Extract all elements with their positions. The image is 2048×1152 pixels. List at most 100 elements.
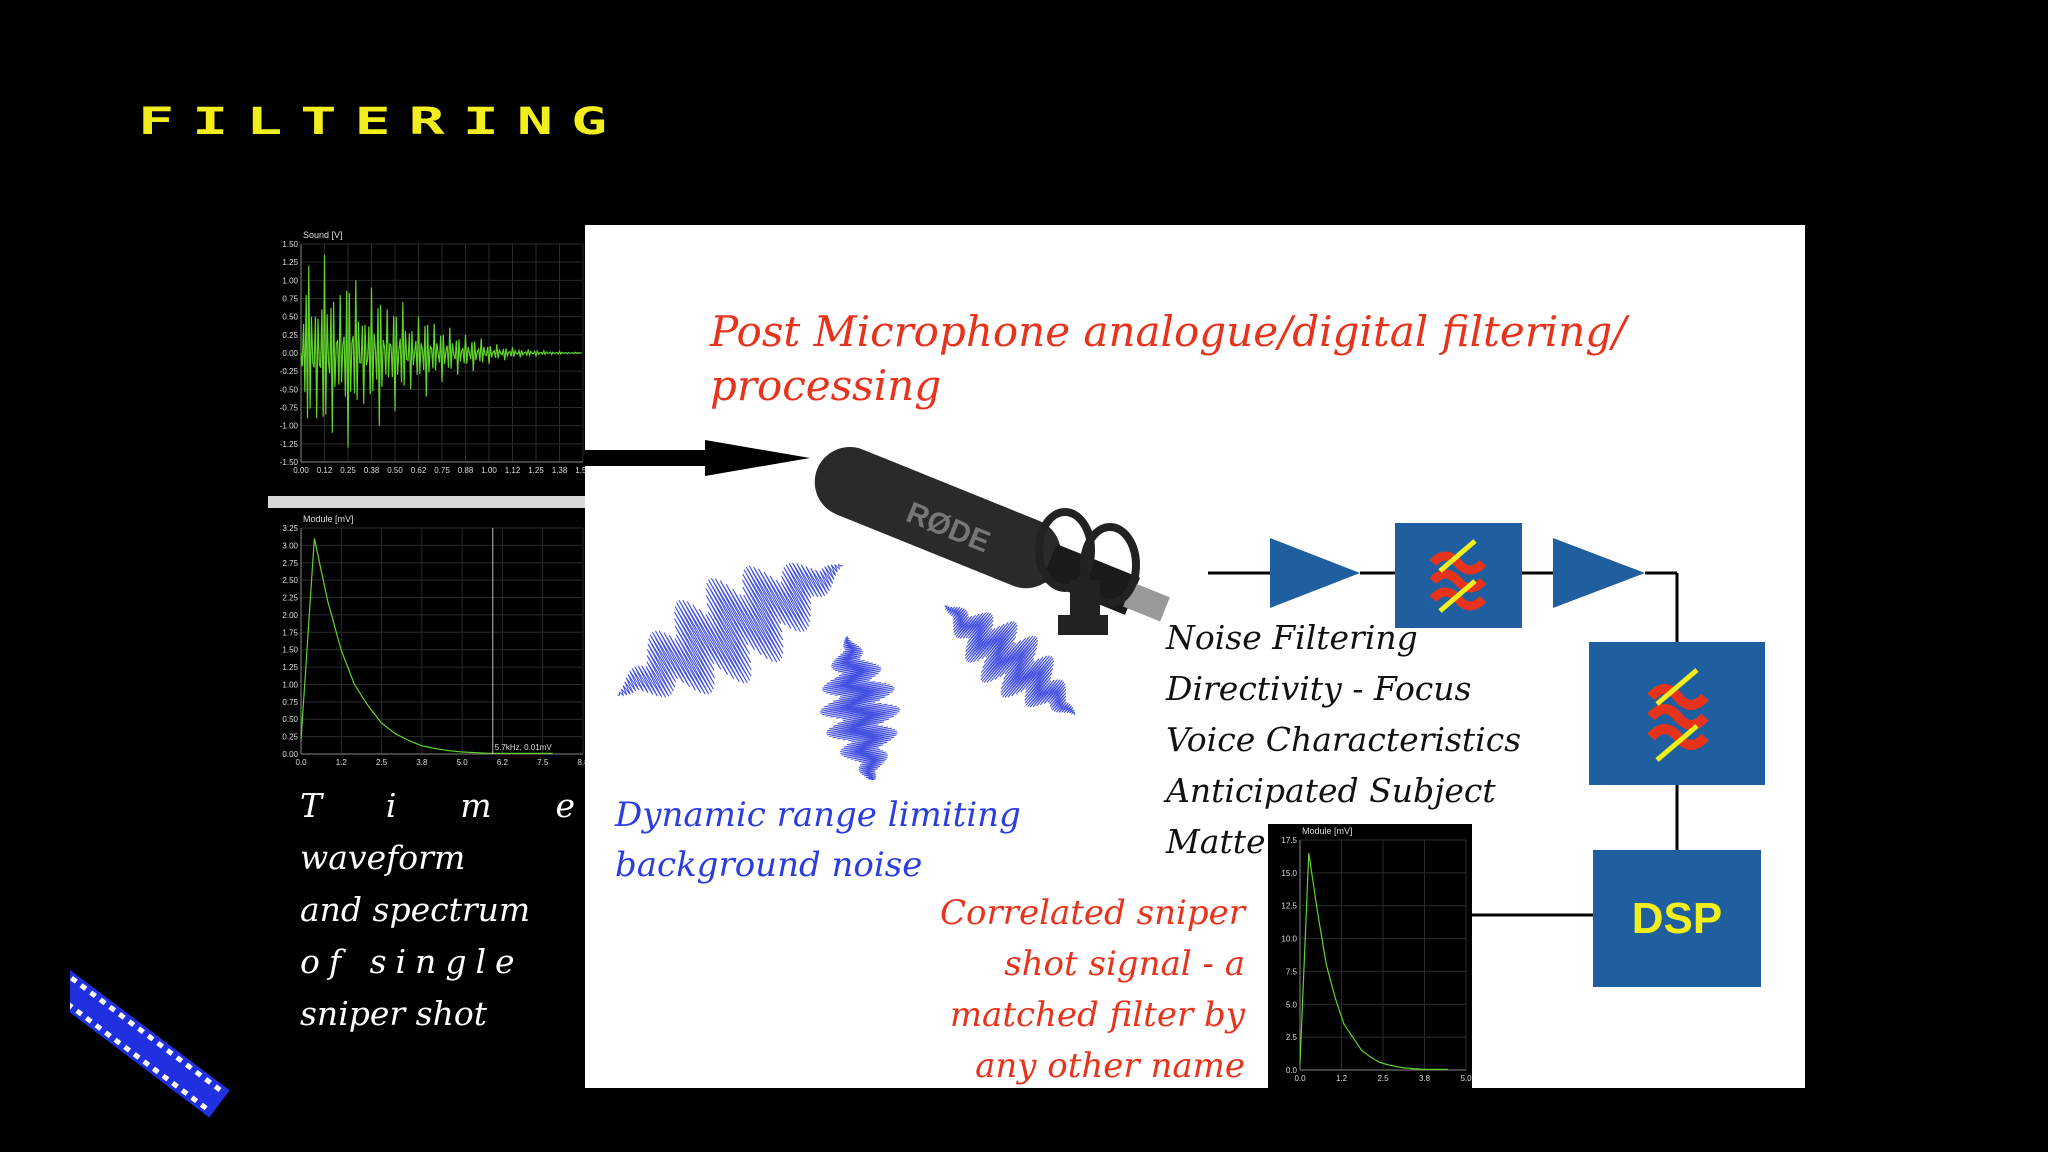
film-hole: [89, 990, 97, 999]
x-tick-label: 3.8: [416, 758, 428, 767]
x-tick-label: 0.38: [364, 466, 380, 475]
y-tick-label: 1.00: [282, 276, 298, 285]
x-tick-label: 1.38: [552, 466, 568, 475]
cursor-annotation: 5.7kHz, 0.01mV: [495, 743, 553, 752]
film-hole: [190, 1095, 199, 1104]
film-hole: [104, 1030, 112, 1039]
y-tick-label: 0.75: [282, 698, 298, 707]
x-tick-label: 8.8: [577, 758, 585, 767]
noise-burst: [819, 635, 901, 785]
input-arrow: [585, 438, 815, 482]
film-hole: [175, 1055, 184, 1064]
x-tick-label: 1.50: [575, 466, 585, 475]
y-tick-label: 2.5: [1286, 1033, 1298, 1042]
caption-line-3: and spectrum: [300, 890, 531, 929]
noise-trace: [819, 635, 901, 785]
x-tick-label: 0.12: [317, 466, 333, 475]
y-tick-label: -0.75: [280, 404, 299, 413]
y-tick-label: 5.0: [1286, 1000, 1298, 1009]
y-tick-label: 0.00: [282, 349, 298, 358]
x-tick-label: 6.2: [497, 758, 509, 767]
filter-block-1: [1395, 523, 1522, 628]
y-tick-label: 0.75: [282, 295, 298, 304]
y-tick-label: 3.25: [282, 524, 298, 533]
slide-title: FILTERING: [138, 100, 626, 144]
film-hole: [98, 997, 107, 1006]
film-strip-icon: [49, 950, 250, 1124]
y-tick-label: 1.50: [282, 240, 298, 249]
film-hole: [127, 1019, 136, 1027]
y-tick-label: 15.0: [1281, 869, 1297, 878]
film-hole: [108, 1004, 117, 1013]
x-tick-label: 0.0: [295, 758, 307, 767]
y-tick-label: 1.50: [282, 646, 298, 655]
film-hole: [180, 1088, 189, 1096]
bandstop-filter-icon: [1647, 668, 1709, 762]
feature-item: Matter: [1166, 822, 1282, 861]
feature-item: Directivity - Focus: [1166, 669, 1472, 708]
feature-item: Voice Characteristics: [1166, 720, 1522, 759]
y-tick-label: 17.5: [1281, 836, 1297, 845]
noise-trace: [944, 605, 1076, 716]
x-tick-label: 1.00: [481, 466, 497, 475]
x-tick-label: 0.00: [293, 466, 309, 475]
y-tick-label: 2.75: [282, 559, 298, 568]
film-hole: [199, 1102, 208, 1111]
caption-line-4: of single: [300, 942, 524, 981]
x-tick-label: 0.25: [340, 466, 356, 475]
dsp-block: DSP: [1593, 850, 1761, 987]
film-hole: [161, 1073, 170, 1082]
film-hole: [69, 976, 78, 984]
y-tick-label: 3.00: [282, 541, 298, 550]
chart-title: Sound [V]: [303, 230, 343, 240]
x-tick-label: 0.50: [387, 466, 403, 475]
chart-caption: T i m e waveform and spectrum of single …: [300, 780, 575, 1040]
noise-waveforms: [600, 510, 1100, 785]
film-hole: [137, 1026, 145, 1035]
filter-block-2: [1589, 642, 1765, 785]
film-hole: [204, 1077, 212, 1085]
caption-line-1: T i m e: [300, 786, 575, 825]
y-tick-label: 1.75: [282, 628, 298, 637]
feature-item: Anticipated Subject: [1166, 771, 1496, 810]
film-hole: [117, 1012, 126, 1020]
film-hole: [94, 1023, 103, 1031]
film-hole: [165, 1048, 174, 1056]
film-hole: [213, 1084, 222, 1092]
x-tick-label: 0.62: [411, 466, 427, 475]
y-tick-label: 1.00: [282, 680, 298, 689]
film-hole: [142, 1059, 151, 1067]
y-tick-label: 0.00: [282, 750, 298, 759]
y-tick-label: -0.25: [280, 367, 299, 376]
noise-trace: [617, 562, 843, 698]
noise-burst: [944, 605, 1076, 716]
film-hole: [75, 1008, 84, 1017]
x-tick-label: 2.5: [376, 758, 388, 767]
film-hole: [123, 1044, 132, 1053]
x-tick-label: 0.88: [458, 466, 474, 475]
y-tick-label: 0.0: [1286, 1066, 1298, 1075]
y-tick-label: -1.00: [280, 422, 299, 431]
x-tick-label: 1.25: [528, 466, 544, 475]
film-hole: [171, 1081, 179, 1089]
correlated-label: Correlated sniper shot signal - a matche…: [940, 893, 1245, 1086]
series-line: [300, 254, 582, 448]
film-hole: [146, 1033, 155, 1042]
x-tick-label: 2.5: [1377, 1074, 1389, 1083]
x-tick-label: 1.2: [336, 758, 348, 767]
film-hole: [156, 1041, 165, 1049]
x-tick-label: 7.5: [537, 758, 549, 767]
y-tick-label: -0.50: [280, 385, 299, 394]
x-tick-label: 5.0: [457, 758, 469, 767]
film-hole: [79, 983, 88, 991]
y-tick-label: 7.5: [1286, 967, 1298, 976]
panel-heading: Post Microphone analogue/digital filteri…: [710, 307, 1627, 410]
film-hole: [151, 1066, 160, 1075]
film-hole: [113, 1037, 122, 1046]
x-tick-label: 1.2: [1336, 1074, 1348, 1083]
chart-divider: [268, 496, 586, 508]
film-hole: [132, 1052, 141, 1060]
y-tick-label: 12.5: [1281, 902, 1297, 911]
y-tick-label: 0.25: [282, 331, 298, 340]
